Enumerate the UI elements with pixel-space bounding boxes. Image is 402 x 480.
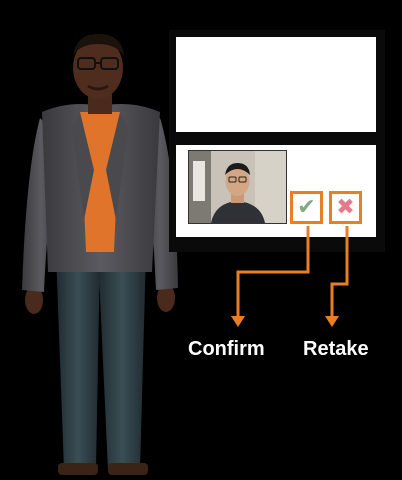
cross-icon: ✖ [336, 194, 355, 220]
retake-button[interactable]: ✖ [329, 191, 362, 224]
display-area [176, 37, 376, 132]
confirm-button[interactable]: ✔ [290, 191, 323, 224]
captured-photo [188, 150, 287, 224]
checkmark-icon: ✔ [297, 194, 316, 220]
confirm-arrowhead [231, 316, 245, 327]
confirm-caption: Confirm [188, 338, 265, 360]
avatar-character [22, 34, 178, 475]
retake-arrowhead [325, 316, 339, 327]
retake-caption: Retake [303, 338, 369, 360]
